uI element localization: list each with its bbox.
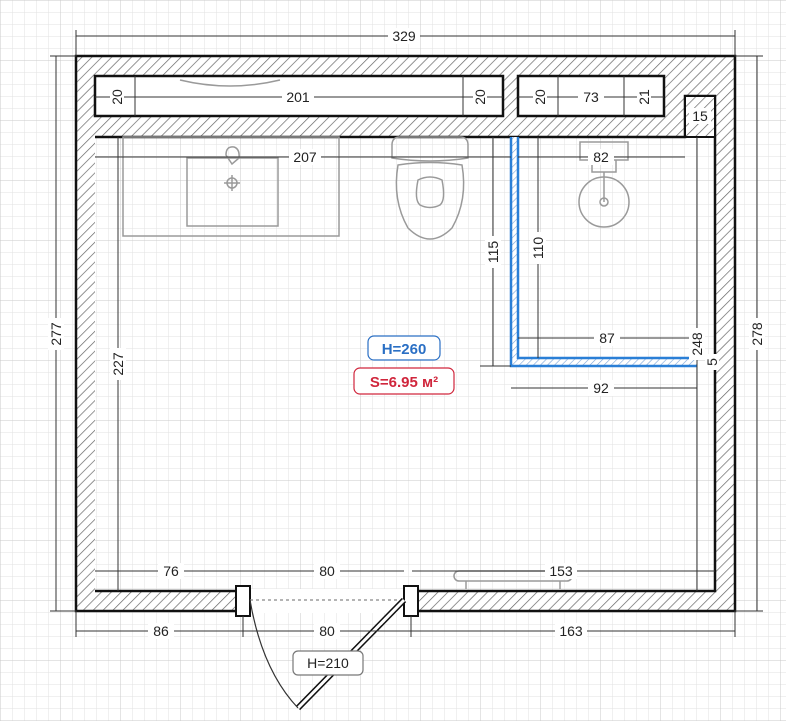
door-swing-arc [249, 599, 299, 709]
toilet-seat [415, 176, 445, 209]
dim-shower-inner-width: 87 [599, 330, 615, 346]
dim-top-inner-right: 82 [593, 149, 609, 165]
dim-partition-height: 115 [485, 241, 501, 264]
shower-mixer-icon [579, 141, 629, 202]
door [235, 585, 419, 711]
dim-bottom-inner-right: 153 [549, 563, 573, 579]
dim-bottom-door-outer: 80 [319, 623, 335, 639]
dimension-labels: 329 277 278 227 20 201 20 20 73 21 15 20… [48, 28, 765, 639]
dim-niche2-right: 21 [636, 89, 652, 105]
dim-niche2-width: 73 [583, 89, 599, 105]
dim-bottom-inner-left: 76 [163, 563, 179, 579]
dim-right-inner-height: 248 [689, 332, 705, 356]
dim-column-depth: 5 [704, 358, 720, 366]
dim-niche1-width: 201 [286, 89, 310, 105]
room-height-label: H=260 [382, 341, 427, 358]
door-jamb-left [235, 585, 251, 617]
niche-left-outline [93, 74, 505, 118]
dim-shower-outer-width: 92 [593, 380, 609, 396]
dim-total-width: 329 [392, 28, 416, 44]
dim-total-height-left: 277 [48, 322, 64, 346]
sink-basin [186, 157, 279, 227]
height-badge[interactable]: H=260 [367, 335, 441, 361]
door-jamb-right [403, 585, 419, 617]
dim-bottom-door-inner: 80 [319, 563, 335, 579]
dim-niche1-left: 20 [109, 89, 125, 105]
dim-shower-inner-height: 110 [530, 237, 546, 260]
room-area-label: S=6.95 м² [370, 374, 438, 391]
dim-niche2-left: 20 [532, 89, 548, 105]
dim-inner-height-left: 227 [110, 352, 126, 376]
dim-top-inner-left: 207 [293, 149, 317, 165]
toilet-tank [391, 136, 469, 162]
dim-bottom-outer-right: 163 [559, 623, 583, 639]
dim-bottom-outer-left: 86 [153, 623, 169, 639]
door-height-badge[interactable]: H=210 [292, 650, 364, 676]
dim-total-height-right: 278 [749, 322, 765, 346]
dim-niche1-right: 20 [472, 89, 488, 105]
dim-column-width: 15 [692, 108, 708, 124]
niche-fixture-icon [179, 79, 281, 87]
toilet-bowl [395, 161, 465, 240]
fixtures [122, 79, 630, 589]
area-badge[interactable]: S=6.95 м² [353, 367, 455, 395]
door-gap [250, 589, 404, 613]
vanity-cabinet [122, 136, 340, 237]
door-height-label: H=210 [307, 655, 349, 671]
niche-right-outline [516, 74, 666, 118]
